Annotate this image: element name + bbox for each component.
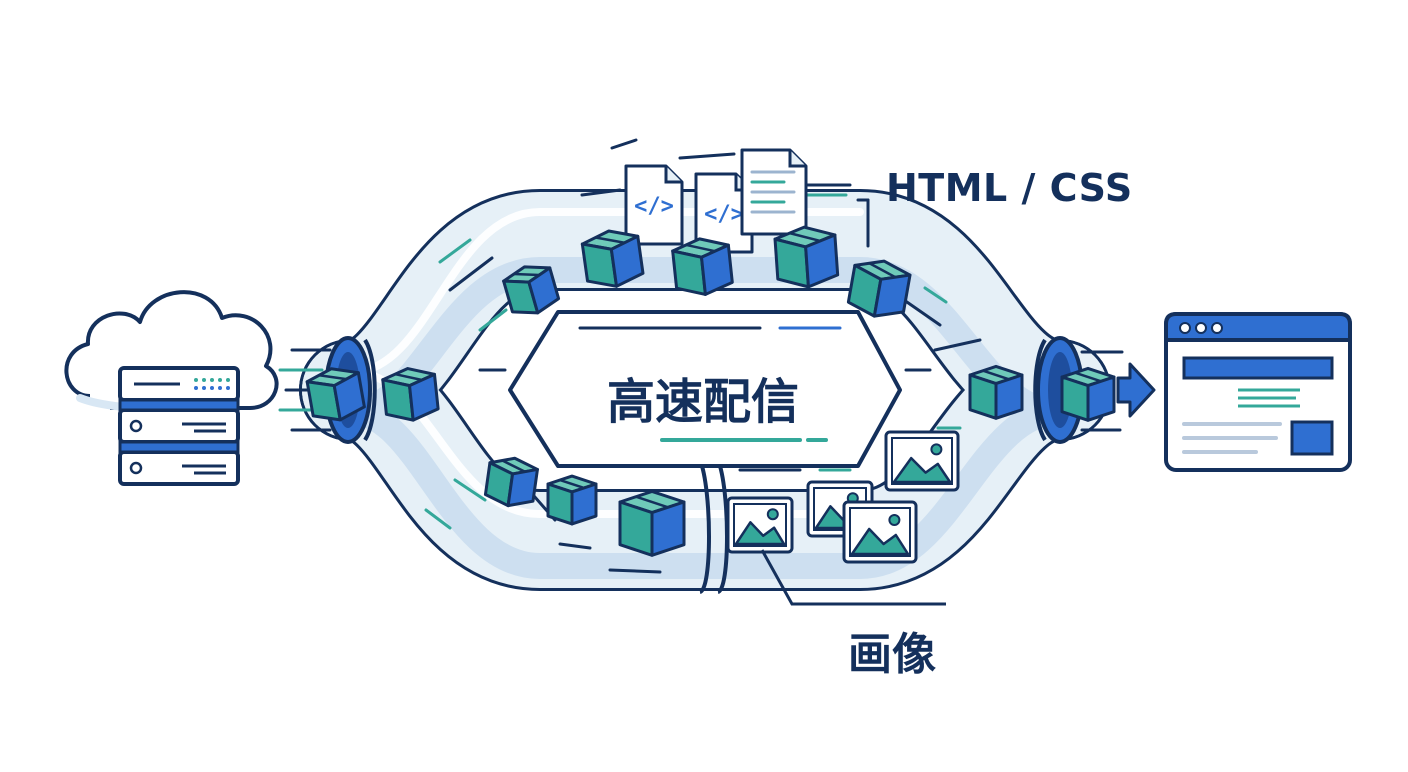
box-icon	[546, 474, 598, 526]
image-label: 画像	[848, 629, 936, 680]
box-icon	[773, 225, 840, 289]
server-unit	[118, 450, 240, 486]
code-file-icon: </>	[624, 164, 684, 246]
box-icon	[483, 456, 539, 508]
image-icon	[726, 496, 794, 554]
cloud-server-icon	[64, 290, 279, 486]
box-icon	[381, 367, 440, 422]
box-icon	[968, 364, 1024, 420]
server-unit	[118, 366, 240, 402]
box-icon	[1060, 366, 1116, 422]
box-icon	[671, 237, 734, 296]
html-css-label: HTML / CSS	[886, 166, 1133, 210]
image-icon	[884, 430, 960, 492]
html-css-files: </> </>	[624, 148, 808, 254]
image-leader-line	[760, 549, 946, 606]
image-files	[726, 430, 960, 564]
center-label: 高速配信	[606, 374, 799, 430]
box-icon	[846, 259, 912, 318]
packages	[305, 225, 1116, 557]
box-icon	[618, 489, 686, 557]
browser-window-icon	[1164, 312, 1352, 472]
server-rack-icon	[118, 366, 240, 486]
svg-text:</>: </>	[704, 202, 744, 227]
image-icon	[842, 500, 918, 564]
arrow-right-icon	[1116, 362, 1156, 418]
box-icon	[580, 229, 645, 288]
box-icon	[502, 265, 561, 315]
server-unit	[118, 408, 240, 444]
svg-text:</>: </>	[634, 194, 674, 219]
center-panel	[478, 310, 932, 468]
code-file-icon	[740, 148, 808, 236]
box-icon	[305, 367, 366, 422]
